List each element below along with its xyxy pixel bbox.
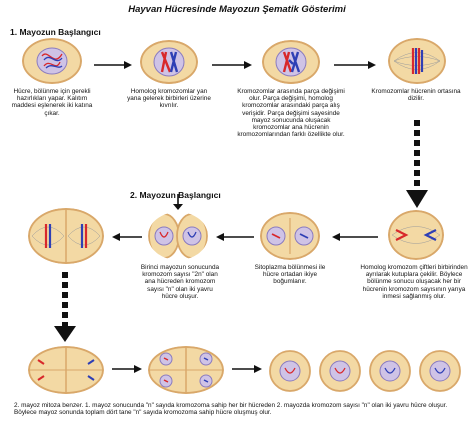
arrow-right-4: [112, 364, 142, 374]
cell-stage-anaphase-1: [388, 210, 444, 260]
caption-interphase: Hücre, bölünme için gerekli hazırlıkları…: [11, 88, 93, 117]
arrow-right-2: [212, 60, 252, 70]
cell-stage-telophase-1: [260, 212, 320, 260]
cell-stage-two-daughters: [148, 212, 208, 260]
arrow-left-1: [112, 232, 142, 242]
caption-cytokinesis: Sitoplazma bölünmesi ile hücre ortadan i…: [254, 264, 326, 286]
caption-meiosis-1-result: Birinci mayozun sonucunda kromozom sayıs…: [140, 264, 220, 300]
caption-anaphase-1: Homolog kromozom çiftleri birbirinden ay…: [360, 264, 468, 300]
dashed-arrow-down-right: [406, 120, 428, 210]
caption-meiosis-2: 2. mayoz mitoza benzer. 1. mayoz sonucun…: [14, 402, 448, 417]
arrow-right-1: [94, 60, 132, 70]
diagram-title: Hayvan Hücresinde Mayozun Şematik Göster…: [128, 4, 346, 15]
arrow-down-meiosis-2: [172, 194, 184, 210]
cell-stage-crossing-over: [262, 40, 320, 84]
cell-stage-metaphase-1: [388, 38, 446, 84]
caption-synapsis: Homolog kromozomlar yan yana gelerek bir…: [127, 88, 211, 110]
caption-crossing-over: Kromozomlar arasında parça değişimi olur…: [237, 88, 345, 139]
section-title-meiosis-1: 1. Mayozun Başlangıcı: [10, 27, 101, 37]
cell-stage-interphase: [22, 38, 82, 84]
arrow-right-5: [232, 364, 262, 374]
caption-metaphase-1: Kromozomlar hücrenin ortasına dizilir.: [371, 88, 461, 103]
dashed-arrow-down-left: [54, 272, 76, 344]
cell-stage-synapsis: [140, 40, 198, 84]
cell-stage-anaphase-2: [28, 346, 104, 394]
section-title-meiosis-2: 2. Mayozun Başlangıcı: [130, 190, 221, 200]
arrow-left-2: [216, 232, 254, 242]
cell-stage-telophase-2: [148, 346, 224, 394]
cells-four-daughters: [268, 348, 464, 394]
cell-stage-metaphase-2: [28, 208, 104, 264]
arrow-right-3: [334, 60, 376, 70]
arrow-left-3: [332, 232, 378, 242]
